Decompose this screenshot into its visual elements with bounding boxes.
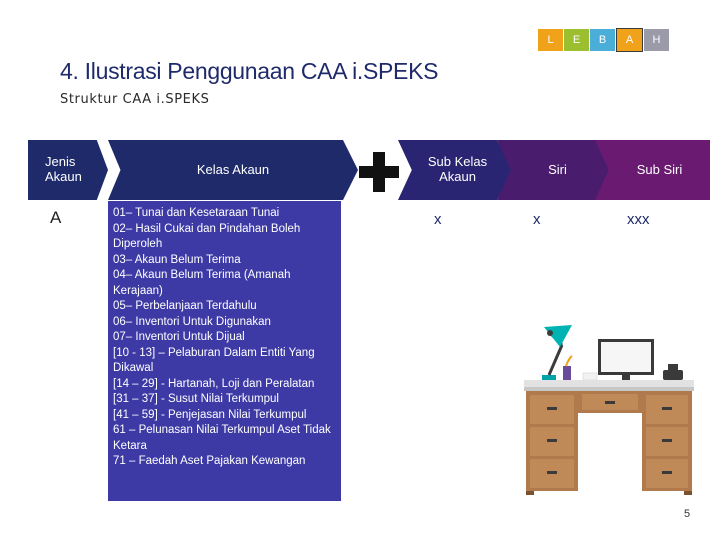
value-jenis-akaun: A xyxy=(50,208,62,227)
header-sub-kelas-akaun: Sub Kelas Akaun xyxy=(398,140,513,200)
list-item: [31 – 37] - Susut Nilai Terkumpul xyxy=(113,393,279,405)
nav-letter-h[interactable]: H xyxy=(644,29,669,51)
list-item: 01– Tunai dan Kesetaraan Tunai xyxy=(113,207,280,219)
list-item: 03– Akaun Belum Terima xyxy=(113,253,241,266)
paper-icon xyxy=(582,372,598,381)
desk-illustration xyxy=(524,325,694,495)
list-item: 06– Inventori Untuk Digunakan xyxy=(113,315,271,328)
nav-letter-a[interactable]: A xyxy=(616,28,643,52)
kelas-akaun-list: 01– Tunai dan Kesetaraan Tunai 02– Hasil… xyxy=(108,201,341,501)
cup-icon xyxy=(563,366,571,380)
list-item: 71 – Faedah Aset Pajakan Kewangan xyxy=(113,455,306,467)
nav-letter-b[interactable]: B xyxy=(590,29,615,51)
plus-icon-bar xyxy=(359,166,399,178)
value-sub-siri: xxx xyxy=(627,211,650,228)
list-item: 07– Inventori Untuk Dijual xyxy=(113,331,245,343)
lebah-nav: L E B A H xyxy=(538,28,670,52)
header-jenis-akaun: Jenis Akaun xyxy=(28,140,108,200)
phone-icon xyxy=(663,364,683,380)
value-siri: x xyxy=(533,211,541,228)
nav-letter-l[interactable]: L xyxy=(538,29,563,51)
header-kelas-akaun-label: Kelas Akaun xyxy=(196,161,270,177)
slide-title: 4. Ilustrasi Penggunaan CAA i.SPEKS xyxy=(60,58,439,84)
header-siri: Siri xyxy=(497,140,612,200)
list-item: [41 – 59] - Penjejasan Nilai Terkumpul xyxy=(113,408,307,421)
header-sub-siri-label: Sub Siri xyxy=(636,161,683,177)
nav-letter-e[interactable]: E xyxy=(564,29,589,51)
slide-subtitle: Struktur CAA i.SPEKS xyxy=(60,92,210,107)
list-item: 05– Perbelanjaan Terdahulu xyxy=(113,300,257,312)
value-sub-kelas-akaun: x xyxy=(434,211,442,228)
header-sub-kelas-akaun-label: Sub Kelas Akaun xyxy=(427,154,488,184)
list-item: 61 – Pelunasan Nilai Terkumpul Aset Tida… xyxy=(113,424,331,452)
monitor-icon xyxy=(598,339,654,380)
header-jenis-akaun-label: Jenis Akaun xyxy=(45,154,82,184)
header-sub-siri: Sub Siri xyxy=(595,140,710,200)
list-item: [14 – 29] - Hartanah, Loji dan Peralatan xyxy=(113,377,315,390)
list-item: 04– Akaun Belum Terima (Amanah Kerajaan) xyxy=(113,269,291,297)
header-kelas-akaun: Kelas Akaun xyxy=(108,140,358,200)
list-item: [10 - 13] – Pelaburan Dalam Entiti Yang … xyxy=(113,346,315,375)
list-item: 02– Hasil Cukai dan Pindahan Boleh Diper… xyxy=(113,222,301,251)
page-number: 5 xyxy=(684,508,691,520)
lamp-icon xyxy=(542,325,572,380)
header-siri-label: Siri xyxy=(548,161,567,177)
